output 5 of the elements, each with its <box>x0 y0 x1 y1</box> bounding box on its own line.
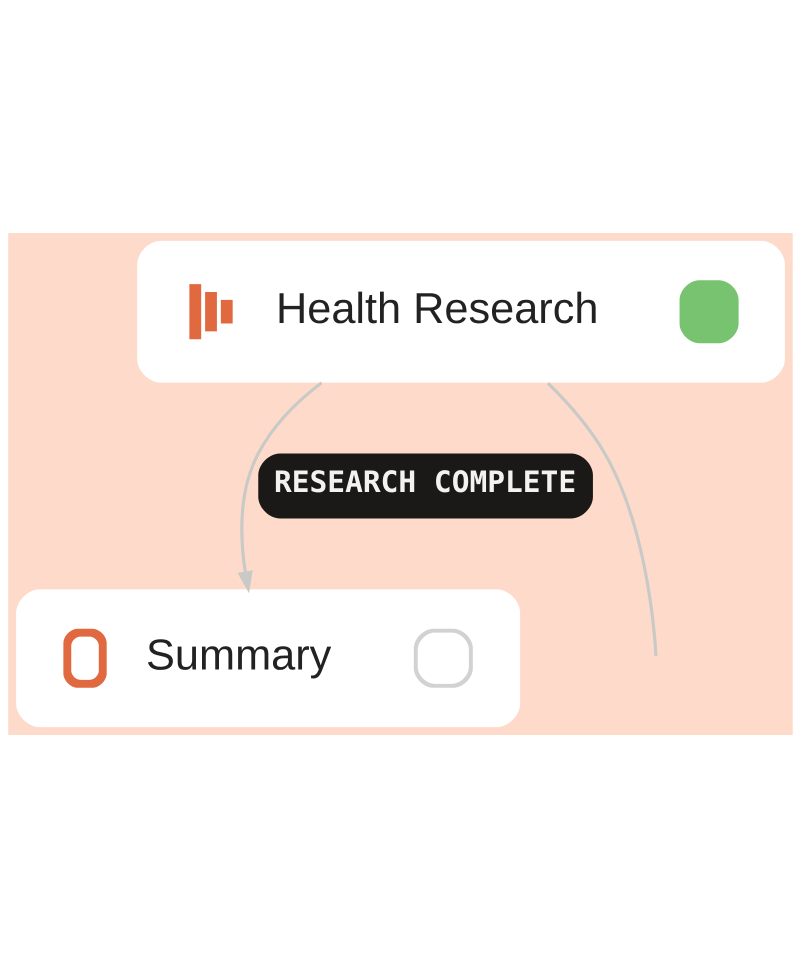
connector <box>546 382 658 656</box>
node-box: Summary <box>16 589 520 728</box>
arrow <box>238 381 323 594</box>
node-box: Health Research <box>137 240 785 383</box>
edge-label: RESEARCH COMPLETE <box>274 464 576 499</box>
